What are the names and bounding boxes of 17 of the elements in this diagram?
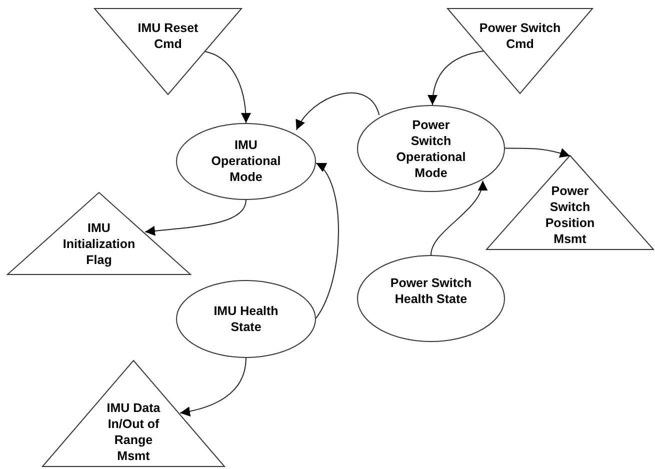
arrow <box>296 92 380 130</box>
node-label: IMU Data In/Out of Range Msmt <box>106 400 162 464</box>
node-label: IMU Health State <box>212 303 280 335</box>
node-label: IMU Operational Mode <box>210 137 282 185</box>
arrow <box>204 51 251 124</box>
arrow <box>504 148 570 158</box>
node-label: Power Switch Operational Mode <box>395 117 467 181</box>
arrow <box>316 162 339 319</box>
arrow <box>179 358 246 416</box>
arrow <box>144 200 246 236</box>
arrow <box>430 180 486 256</box>
arrow <box>428 50 484 106</box>
node-label: Power Switch Health State <box>390 275 472 307</box>
node-label: IMU Reset Cmd <box>136 20 200 52</box>
node-label: IMU Initialization Flag <box>62 220 136 268</box>
node-label: Power Switch Position Msmt <box>544 183 596 247</box>
node-label: Power Switch Cmd <box>478 20 562 52</box>
